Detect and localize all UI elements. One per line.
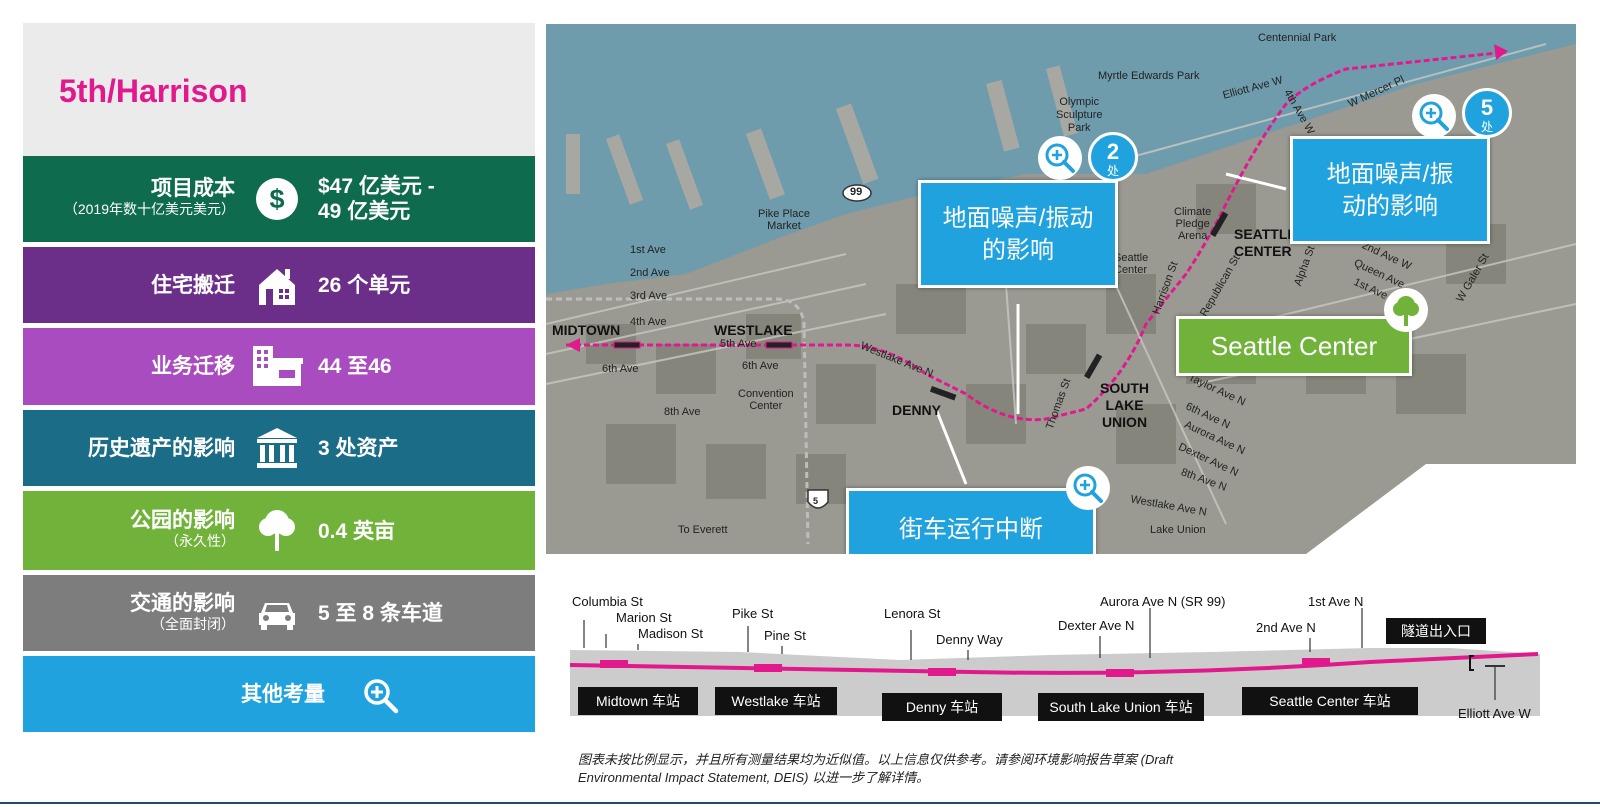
street-pine: Pine St: [764, 628, 806, 643]
callout-noise-right[interactable]: 地面噪声/振 动的影响: [1290, 136, 1490, 244]
noise-left-magnify-icon[interactable]: [1038, 136, 1082, 180]
row-business-value: 44 至46: [318, 355, 392, 378]
row-cost: 项目成本 （2019年数十亿美元美元） $ $47 亿美元 - 49 亿美元: [23, 156, 535, 242]
street-elliott: Elliott Ave W: [1458, 706, 1531, 721]
title-box: 5th/Harrison: [23, 23, 535, 156]
station-label-seattle-center: SEATTLE CENTER: [1234, 226, 1297, 259]
street-lenora: Lenora St: [884, 606, 941, 621]
row-historic-value: 3 处资产: [318, 437, 399, 460]
house-icon: [259, 269, 295, 305]
summary-panel: 5th/Harrison 项目成本 （2019年数十亿美元美元） $ $47 亿…: [23, 23, 535, 732]
noise-right-magnify-icon[interactable]: [1412, 94, 1456, 138]
map-label-to-everett: To Everett: [678, 524, 728, 536]
map-label-2nd: 2nd Ave: [630, 267, 670, 279]
map-label-olympic: Olympic Sculpture Park: [1056, 96, 1103, 134]
station-box-westlake: Westlake 车站: [715, 687, 837, 715]
callout-noise-left[interactable]: 地面噪声/振动 的影响: [918, 180, 1118, 288]
row-residential: 住宅搬迁 26 个单元: [23, 247, 535, 323]
station-box-seattle-center: Seattle Center 车站: [1242, 687, 1418, 715]
row-other-label: 其他考量: [241, 683, 325, 706]
callout-noise-left-text: 地面噪声/振动 的影响: [942, 205, 1094, 264]
tree-icon: [259, 510, 295, 551]
row-residential-label: 住宅搬迁: [151, 274, 235, 297]
row-traffic: 交通的影响 （全面封闭） 5 至 8 条车道: [23, 575, 535, 651]
svg-text:$: $: [269, 184, 284, 214]
profile-graphic: [570, 608, 1540, 716]
street-columbia: Columbia St: [572, 594, 643, 609]
station-label-westlake: WESTLAKE: [714, 322, 793, 338]
streetcar-magnify-icon[interactable]: [1066, 466, 1110, 510]
row-traffic-value: 5 至 8 条车道: [318, 602, 443, 625]
count-badge-left: 2 处: [1088, 132, 1138, 182]
bottom-rule: [0, 802, 1600, 804]
row-residential-value: 26 个单元: [318, 274, 411, 297]
street-denny: Denny Way: [936, 632, 1003, 647]
street-1st-n: 1st Ave N: [1308, 594, 1364, 609]
map-label-6th: 6th Ave: [602, 363, 639, 375]
station-box-midtown: Midtown 车站: [578, 687, 698, 715]
callout-streetcar[interactable]: 街车运行中断: [846, 488, 1096, 554]
page-title: 5th/Harrison: [59, 73, 248, 109]
dollar-icon: $: [256, 178, 298, 220]
map-label-8th: 8th Ave: [664, 406, 701, 418]
map-label-convention: Convention Center: [738, 388, 794, 412]
landmark-icon: [257, 428, 297, 468]
map-label-3rd: 3rd Ave: [630, 290, 668, 302]
street-madison: Madison St: [638, 626, 704, 641]
station-box-denny: Denny 车站: [882, 693, 1002, 721]
route-map: Centennial Park Myrtle Edwards Park Olym…: [546, 24, 1576, 554]
tunnel-profile: Columbia St Marion St Madison St Pike St…: [570, 590, 1570, 750]
other-considerations-button[interactable]: 其他考量: [23, 656, 535, 732]
callout-noise-right-text: 地面噪声/振 动的影响: [1326, 161, 1454, 220]
row-parks-value: 0.4 英亩: [318, 520, 396, 543]
building-icon: [253, 346, 303, 386]
map-label-sr99: 99: [850, 186, 863, 198]
row-historic: 历史遗产的影响 3 处资产: [23, 410, 535, 486]
street-pike: Pike St: [732, 606, 774, 621]
map-label-seattle-center-small: Seattle Center: [1114, 252, 1149, 276]
map-label-lake-union: Lake Union: [1150, 524, 1206, 536]
street-marion: Marion St: [616, 610, 672, 625]
map-label-myrtle: Myrtle Edwards Park: [1098, 70, 1200, 82]
row-traffic-label: 交通的影响 （全面封闭）: [130, 592, 235, 632]
row-cost-value: $47 亿美元 - 49 亿美元: [318, 175, 435, 223]
station-label-denny: DENNY: [892, 402, 942, 418]
row-business-label: 业务迁移: [151, 355, 235, 378]
row-cost-label: 项目成本 （2019年数十亿美元美元）: [63, 177, 235, 217]
station-label-slu: SOUTH LAKE UNION: [1100, 380, 1149, 430]
count-badge-right: 5 处: [1462, 88, 1512, 138]
magnify-icon: [364, 679, 399, 714]
street-2nd-n: 2nd Ave N: [1256, 620, 1316, 635]
car-icon: [259, 603, 295, 630]
map-label-climate: Climate Pledge Arena: [1174, 206, 1212, 242]
map-label-centennial: Centennial Park: [1258, 32, 1337, 44]
row-business: 业务迁移 44 至46: [23, 328, 535, 405]
map-label-5th: 5th Ave: [720, 338, 757, 350]
map-label-1st: 1st Ave: [630, 244, 666, 256]
station-label-midtown: MIDTOWN: [552, 322, 621, 338]
street-aurora: Aurora Ave N (SR 99): [1100, 594, 1226, 609]
row-parks-label: 公园的影响 （永久性）: [130, 509, 235, 549]
row-parks: 公园的影响 （永久性） 0.4 英亩: [23, 491, 535, 570]
map-label-6th-east: 6th Ave: [742, 360, 779, 372]
street-dexter: Dexter Ave N: [1058, 618, 1135, 633]
map-label-4th: 4th Ave: [630, 316, 667, 328]
disclaimer-note: 图表未按比例显示，并且所有测量结果均为近似值。以上信息仅供参考。请参阅环境影响报…: [578, 752, 1174, 785]
tunnel-portal-label: 隧道出入口: [1386, 618, 1486, 644]
station-box-slu: South Lake Union 车站: [1038, 693, 1204, 721]
row-historic-label: 历史遗产的影响: [88, 437, 235, 460]
park-tree-icon: [1384, 288, 1428, 332]
callout-seattle-center-park[interactable]: Seattle Center: [1176, 316, 1412, 376]
map-label-i5: 5: [813, 496, 819, 506]
map-label-pike-place: Pike Place Market: [758, 208, 810, 232]
